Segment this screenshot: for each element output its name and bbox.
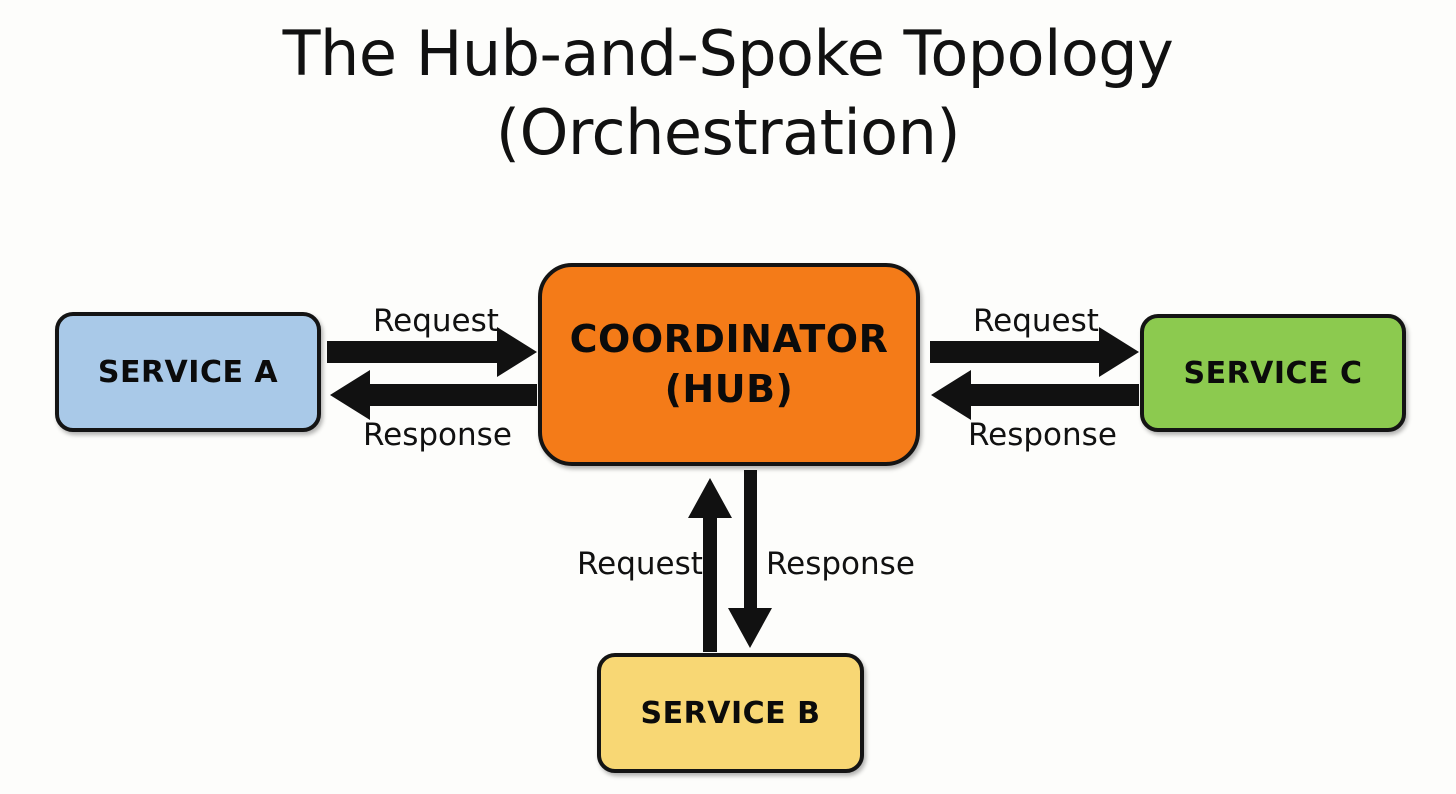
node-service-c-label: SERVICE C	[1183, 355, 1363, 391]
arrow-c-response-icon	[931, 370, 1139, 420]
edge-label-b-response: Response	[766, 546, 915, 582]
node-coordinator-label-line-1: COORDINATOR	[569, 317, 889, 362]
node-coordinator-label-line-2: (HUB)	[664, 366, 794, 411]
edge-label-a-request: Request	[373, 303, 499, 339]
arrow-a-response-icon	[330, 370, 537, 420]
edge-label-c-response: Response	[968, 417, 1117, 453]
node-service-b[interactable]: SERVICE B	[597, 653, 864, 773]
page-title-line-2: (Orchestration)	[495, 96, 961, 170]
node-service-a[interactable]: SERVICE A	[55, 312, 321, 432]
page-title-line-1: The Hub-and-Spoke Topology	[282, 17, 1174, 90]
node-service-c[interactable]: SERVICE C	[1140, 314, 1406, 432]
node-coordinator-hub[interactable]: COORDINATOR (HUB)	[538, 263, 920, 466]
edge-label-b-request: Request	[577, 546, 703, 582]
edge-label-c-request: Request	[973, 303, 1099, 339]
edge-label-a-response: Response	[363, 417, 512, 453]
page-title: The Hub-and-Spoke Topology (Orchestratio…	[0, 14, 1456, 173]
node-service-a-label: SERVICE A	[97, 354, 279, 390]
node-service-b-label: SERVICE B	[640, 695, 821, 731]
